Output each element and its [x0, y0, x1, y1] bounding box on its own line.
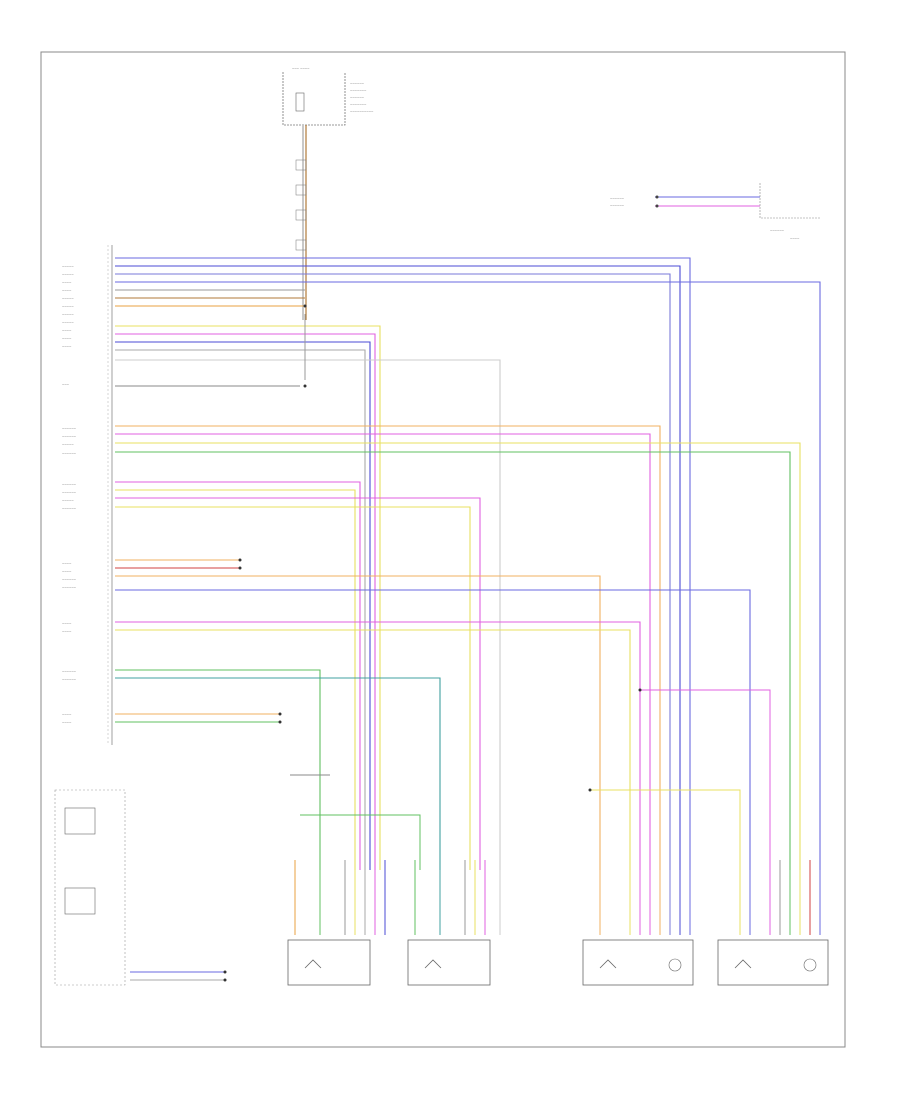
svg-text:~~~~: ~~~~: [62, 336, 72, 341]
svg-text:~~~~~~~: ~~~~~~~: [350, 102, 367, 107]
seat-module-4: [717, 939, 829, 986]
seat-module-2: [407, 939, 491, 986]
top-right-connector: ~~~~~~~~~~~~ ~~~~~~~~~~: [610, 183, 820, 241]
svg-text:~~~~~: ~~~~~: [62, 312, 74, 317]
svg-text:~~~~~~: ~~~~~~: [610, 196, 625, 201]
svg-text:~~~~~~: ~~~~~~: [770, 228, 785, 233]
svg-text:~~~~~~: ~~~~~~: [350, 95, 365, 100]
svg-text:~~~~: ~~~~: [790, 236, 800, 241]
svg-text:~~~~~: ~~~~~: [62, 296, 74, 301]
diagram-frame: [40, 51, 846, 1048]
svg-text:~~~~: ~~~~: [62, 712, 72, 717]
svg-text:~~~~~~: ~~~~~~: [62, 426, 77, 431]
svg-text:~~~~: ~~~~: [62, 569, 72, 574]
svg-text:~~~~~~: ~~~~~~: [62, 585, 77, 590]
svg-text:~~~~~~: ~~~~~~: [62, 482, 77, 487]
seat-module-3: [582, 939, 694, 986]
svg-text:~~~~: ~~~~: [62, 629, 72, 634]
svg-text:~~~~: ~~~~: [62, 344, 72, 349]
svg-text:~~~~~~: ~~~~~~: [62, 669, 77, 674]
svg-text:~~~~~: ~~~~~: [62, 272, 74, 277]
svg-text:~~~~: ~~~~: [62, 621, 72, 626]
svg-text:~~~: ~~~: [62, 382, 70, 387]
svg-text:~~~~~~~: ~~~~~~~: [350, 88, 367, 93]
svg-text:~~~ ~~~~: ~~~ ~~~~: [292, 66, 310, 71]
svg-text:~~~~~~: ~~~~~~: [62, 577, 77, 582]
svg-text:~~~~~~: ~~~~~~: [62, 506, 77, 511]
seat-connector-pins: [294, 860, 821, 935]
svg-text:~~~~~: ~~~~~: [62, 320, 74, 325]
splice-lines: [290, 314, 771, 870]
legend-box: [54, 789, 225, 986]
svg-text:~~~~~~: ~~~~~~: [350, 81, 365, 86]
svg-text:~~~~~~: ~~~~~~: [610, 203, 625, 208]
svg-text:~~~~: ~~~~: [62, 328, 72, 333]
svg-text:~~~~~~: ~~~~~~: [62, 677, 77, 682]
harness-wires: [115, 257, 821, 870]
splice-dots: [223, 304, 642, 982]
svg-text:~~~~~: ~~~~~: [62, 498, 74, 503]
svg-text:~~~~~~: ~~~~~~: [62, 434, 77, 439]
svg-text:~~~~~: ~~~~~: [62, 264, 74, 269]
fuse-box: ~~~ ~~~~ ~~~~~~~~~~~~~ ~~~~~~~~~~~~~ ~~~…: [282, 66, 374, 126]
control-module: [107, 245, 113, 745]
svg-text:~~~~~: ~~~~~: [62, 304, 74, 309]
svg-text:~~~~: ~~~~: [62, 288, 72, 293]
svg-text:~~~~: ~~~~: [62, 280, 72, 285]
seat-module-1: [287, 939, 371, 986]
module-pin-labels: ~~~~~~~~~~~~~~ ~~~~~~~~~~~~~~ ~~~~~~~~~~…: [62, 264, 77, 725]
svg-text:~~~~~: ~~~~~: [62, 442, 74, 447]
svg-text:~~~~: ~~~~: [62, 720, 72, 725]
svg-text:~~~~~~~~~~: ~~~~~~~~~~: [350, 109, 374, 114]
power-feed: [295, 125, 307, 320]
svg-text:~~~~: ~~~~: [62, 561, 72, 566]
svg-text:~~~~~~: ~~~~~~: [62, 451, 77, 456]
svg-text:~~~~~~: ~~~~~~: [62, 490, 77, 495]
